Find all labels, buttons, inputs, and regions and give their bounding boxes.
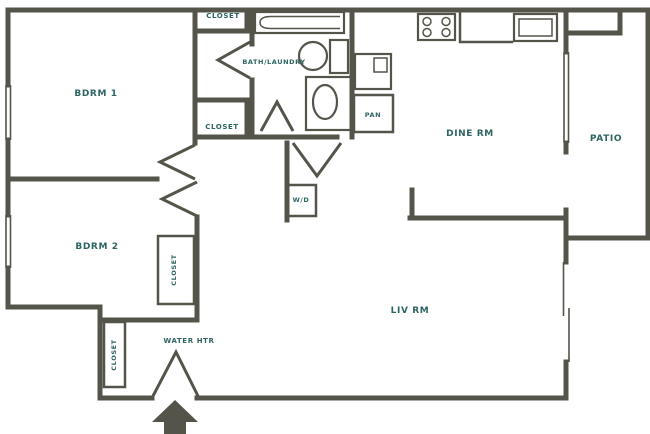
window-bedroom2-icon <box>5 215 12 268</box>
refrigerator-inner-icon <box>373 57 388 73</box>
patio-label: PATIO <box>590 134 622 144</box>
wall-bedroom2-bottom <box>5 304 200 323</box>
kitchen-sink-inner-icon <box>518 18 553 37</box>
burner-icon <box>441 16 451 27</box>
bedroom-1-label: BDRM 1 <box>74 89 117 99</box>
pantry-label: PAN <box>365 111 381 119</box>
closet-entry-box <box>102 320 127 389</box>
stove-icon <box>416 12 457 42</box>
closet-hall-mid-label: CLOSET <box>205 123 239 131</box>
closet-bedroom2-box <box>156 234 196 306</box>
closet-bedroom2-label: CLOSET <box>170 254 178 285</box>
closet-entry-label: CLOSET <box>110 339 118 370</box>
bathroom-fixtures <box>253 10 353 218</box>
wall-living-top <box>407 187 565 221</box>
toilet-bowl-icon <box>297 40 329 72</box>
door-hall-icon <box>291 142 343 179</box>
living-room-label: LIV RM <box>391 306 430 316</box>
wall-patio-storage <box>565 7 623 36</box>
closet-boxes <box>102 234 196 389</box>
door-bedroom1-icon <box>156 143 196 181</box>
kitchen-sink-icon <box>512 12 559 43</box>
bathtub-icon <box>253 10 346 35</box>
wall-closet-mid <box>192 97 340 140</box>
washer-dryer-box <box>285 183 318 218</box>
toilet-tank-icon <box>328 38 350 75</box>
sliding-door-icon <box>562 262 570 362</box>
wall-bottom <box>97 304 569 401</box>
pantry-box <box>352 93 395 134</box>
burner-icon <box>422 16 432 27</box>
wall-top-right-patio <box>7 7 650 241</box>
door-bath-inner-icon <box>259 98 295 132</box>
washer-dryer-label: W/D <box>293 196 310 204</box>
kitchen-fixtures <box>352 10 559 134</box>
burner-icon <box>422 27 432 38</box>
door-bath-icon <box>214 40 251 80</box>
door-bedroom2-icon <box>158 180 198 218</box>
feature-labels: CLOSET CLOSET CLOSET CLOSET WATER HTR W/… <box>110 12 381 371</box>
door-swings <box>151 40 343 397</box>
window-patio-icon <box>563 52 570 143</box>
closet-hall-top-label: CLOSET <box>206 12 240 20</box>
bath-laundry-label: BATH/LAUNDRY <box>242 58 305 66</box>
water-heater-label: WATER HTR <box>163 337 214 345</box>
interior-walls <box>5 7 623 323</box>
entry-arrow-icon <box>152 400 198 434</box>
refrigerator-icon <box>353 52 393 91</box>
door-entry-icon <box>151 348 200 397</box>
room-labels: BDRM 1 BDRM 2 DINE RM LIV RM PATIO BATH/… <box>74 58 622 316</box>
vanity-icon <box>304 75 353 132</box>
windows <box>5 52 570 362</box>
burner-icon <box>441 27 451 38</box>
exterior-walls <box>5 7 650 401</box>
counter-icon <box>458 10 514 44</box>
window-bedroom1-icon <box>5 85 12 140</box>
wall-closet-top <box>192 7 250 34</box>
dining-room-label: DINE RM <box>446 129 494 139</box>
bedroom-2-label: BDRM 2 <box>75 242 118 252</box>
bathtub-inner-icon <box>259 15 340 30</box>
vanity-sink-icon <box>311 83 339 121</box>
